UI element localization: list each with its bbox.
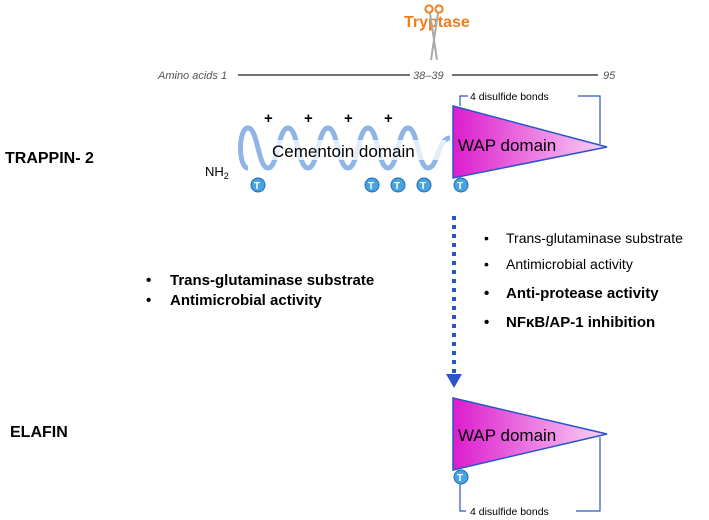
charge-plus: + — [384, 110, 393, 127]
t-tag-icon: T — [416, 177, 432, 193]
elafin-label: ELAFIN — [10, 424, 68, 441]
bullet: • — [484, 230, 489, 246]
charge-plus: + — [344, 110, 353, 127]
t-tags: T T T T T — [250, 177, 469, 193]
scale-end-label: 95 — [603, 70, 616, 82]
t-tag-icon: T — [250, 177, 266, 193]
t-tag-icon: T — [390, 177, 406, 193]
bullet: • — [484, 314, 489, 331]
trappin-wap-domain — [452, 105, 608, 179]
elafin-property: NFκB/AP-1 inhibition — [506, 314, 655, 331]
conversion-arrow-head — [446, 374, 462, 388]
elafin-disulfide-bg — [466, 505, 576, 518]
trappin-properties: • Trans-glutaminase substrate • Antimicr… — [146, 272, 374, 309]
t-tag-icon: T — [453, 177, 469, 193]
t-tag-icon: T — [453, 469, 469, 485]
elafin-property: Trans-glutaminase substrate — [506, 230, 683, 246]
elafin-property: Anti-protease activity — [506, 285, 659, 302]
charge-plus: + — [264, 110, 273, 127]
trappin-label: TRAPPIN- 2 — [5, 150, 94, 167]
trappin-property: Trans-glutaminase substrate — [170, 272, 374, 289]
trappin-disulfide-label: 4 disulfide bonds — [470, 91, 549, 103]
elafin-wap-domain — [452, 397, 608, 471]
bullet: • — [146, 292, 151, 309]
elafin-wap-label: WAP domain — [458, 426, 556, 445]
t-tag-label: T — [368, 181, 374, 192]
elafin-properties: • Trans-glutaminase substrate • Antimicr… — [484, 230, 683, 331]
elafin-property: Antimicrobial activity — [506, 256, 633, 272]
t-tag-label: T — [457, 473, 463, 484]
t-tag-label: T — [394, 181, 400, 192]
t-tag-label: T — [420, 181, 426, 192]
t-tag-label: T — [254, 181, 260, 192]
t-tag-label: T — [457, 181, 463, 192]
t-tag-icon: T — [364, 177, 380, 193]
trappin-property: Antimicrobial activity — [170, 292, 322, 309]
elafin-disulfide-label: 4 disulfide bonds — [470, 506, 549, 518]
scale-start-label: Amino acids 1 — [157, 70, 227, 82]
trappin-wap-label: WAP domain — [458, 136, 556, 155]
scale-cut-label: 38–39 — [413, 70, 444, 82]
bullet: • — [146, 272, 151, 289]
charge-plus: + — [304, 110, 313, 127]
charge-marks: + + + + — [264, 110, 393, 127]
bullet: • — [484, 285, 489, 302]
cementoin-label: Cementoin domain — [272, 142, 415, 161]
scissors-icon — [424, 4, 444, 61]
trappin-disulfide-bg — [468, 90, 578, 102]
cementoin-label-bg — [268, 140, 446, 160]
nterm-label: NH2 — [205, 164, 229, 181]
bullet: • — [484, 256, 489, 272]
